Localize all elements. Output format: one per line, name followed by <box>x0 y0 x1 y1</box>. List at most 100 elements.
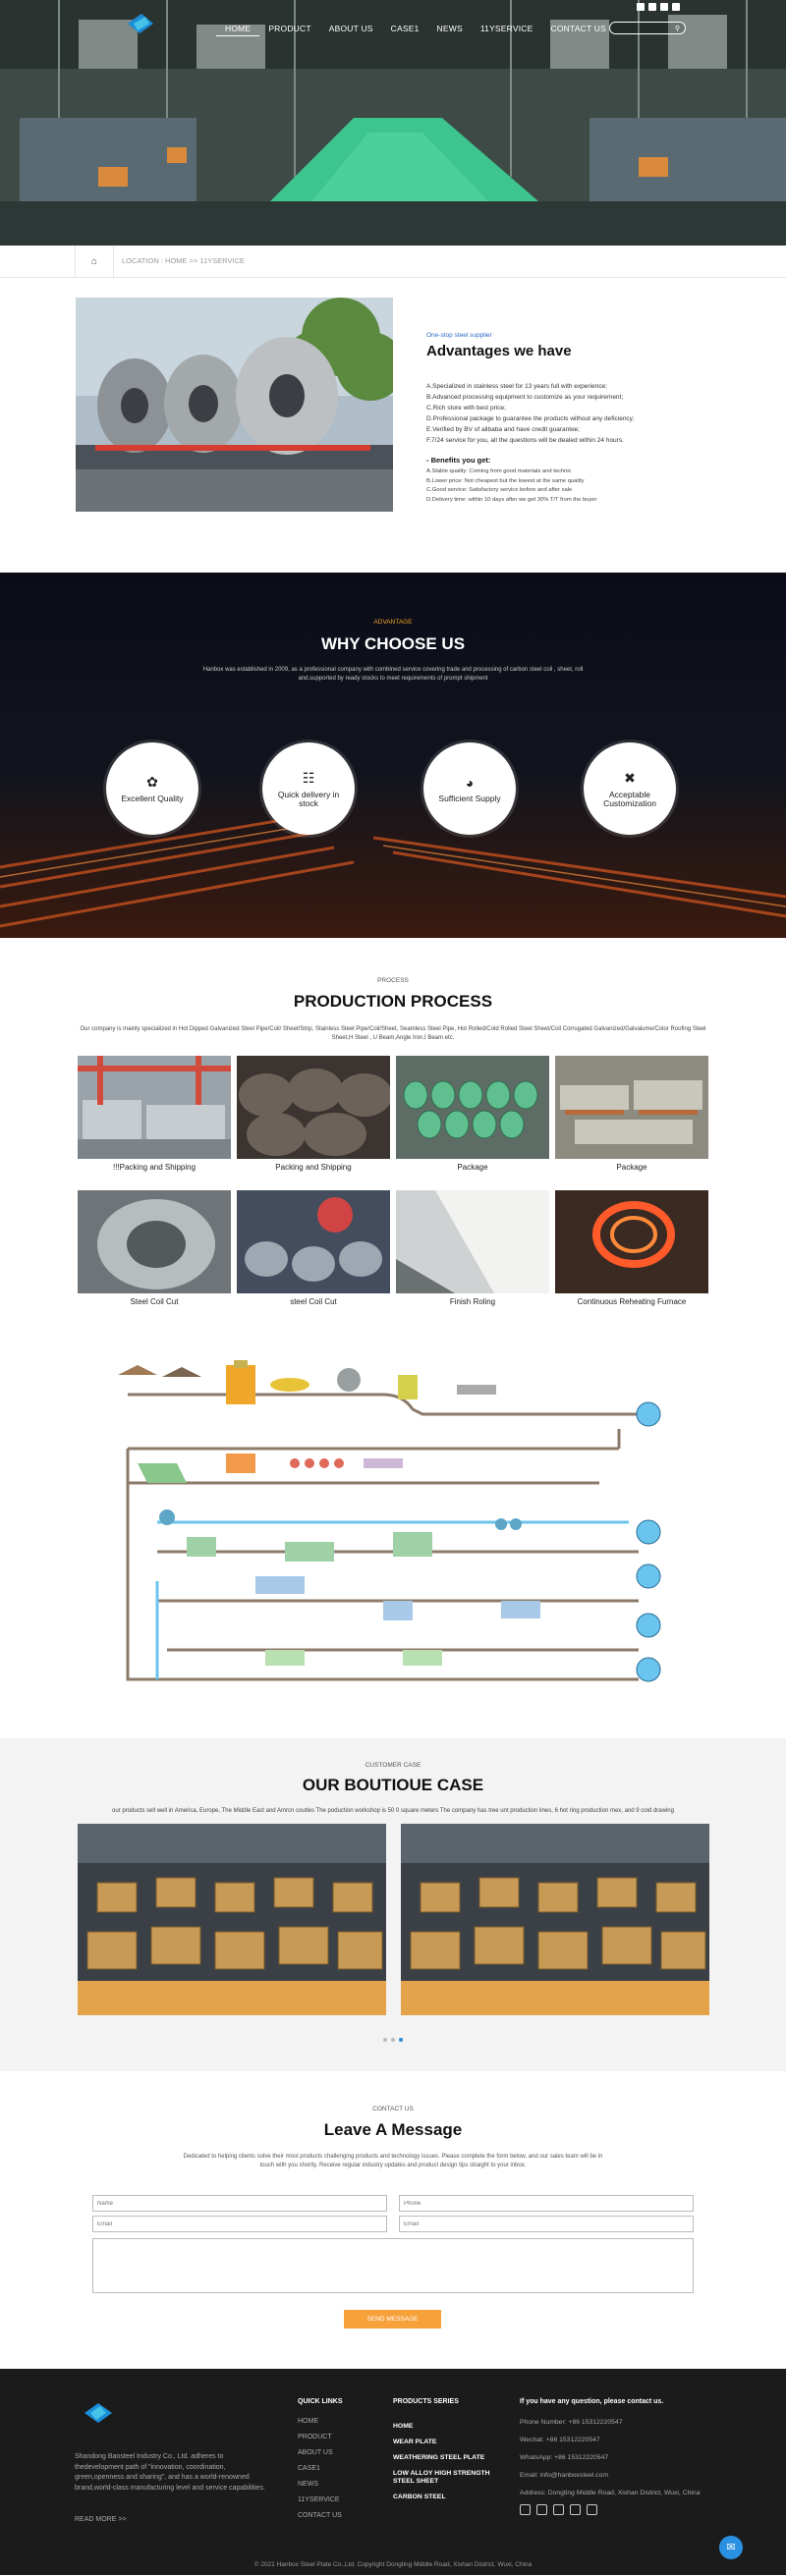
carousel-dot[interactable] <box>391 2038 395 2042</box>
nav-home[interactable]: HOME <box>216 24 260 36</box>
advantages-text: One-stop steel supplier Advantages we ha… <box>426 332 721 505</box>
facebook-icon[interactable] <box>553 2504 564 2515</box>
quick-links: QUICK LINKS HOME PRODUCT ABOUT US CASE1 … <box>298 2398 343 2524</box>
nav-contact-us[interactable]: CONTACT US <box>550 24 606 33</box>
process-kicker: PROCESS <box>377 977 409 984</box>
youtube-icon[interactable] <box>660 3 668 11</box>
main-nav: HOME PRODUCT ABOUT US CASE1 NEWS 11YSERV… <box>216 24 615 36</box>
process-caption: Package <box>616 1163 647 1172</box>
feature-label: Sufficient Supply <box>438 793 501 803</box>
contact-info: If you have any question, please contact… <box>520 2398 726 2515</box>
nav-news[interactable]: NEWS <box>436 24 463 33</box>
process-caption: Package <box>457 1163 488 1172</box>
quick-link[interactable]: HOME <box>298 2418 318 2425</box>
whatsapp: WhatsApp: +86 15312220547 <box>520 2454 609 2461</box>
process-image-coil-cut[interactable] <box>78 1190 231 1293</box>
instagram-icon[interactable] <box>587 2504 597 2515</box>
production-flow-diagram <box>118 1360 661 1682</box>
process-image-sheets[interactable] <box>555 1056 708 1159</box>
breadcrumb-text: LOCATION : HOME >> 11YSERVICE <box>122 256 246 265</box>
benefit-item: C.Good service: Satisfactory service bef… <box>426 487 573 493</box>
process-caption: !!!Packing and Shipping <box>112 1163 196 1172</box>
case-slide-image[interactable] <box>78 1824 386 2015</box>
hero-banner: HOME PRODUCT ABOUT US CASE1 NEWS 11YSERV… <box>0 0 786 246</box>
advantage-item: B.Advanced processing equipment to custo… <box>426 394 624 401</box>
product-link[interactable]: HOME <box>393 2423 414 2430</box>
feature-label: Excellent Quality <box>121 794 184 803</box>
home-icon[interactable]: ⌂ <box>75 246 114 278</box>
name-field[interactable] <box>92 2195 387 2212</box>
process-caption: Packing and Shipping <box>275 1163 352 1172</box>
message-field[interactable] <box>92 2238 694 2293</box>
products-series: PRODUCTS SERIES HOME WEAR PLATE WEATHERI… <box>393 2398 501 2509</box>
contact-title: Leave A Message <box>323 2120 463 2139</box>
advantage-item: D.Professional package to guarantee the … <box>426 415 635 422</box>
benefit-item: B.Lower price: Not cheapest but the lowe… <box>426 477 585 484</box>
advantage-item: C.Rich store with best price; <box>426 405 506 411</box>
nav-product[interactable]: PRODUCT <box>268 24 311 33</box>
process-image-packing[interactable] <box>78 1056 231 1159</box>
email: Email: info@hanboxsteel.com <box>520 2472 609 2479</box>
quick-link[interactable]: CASE1 <box>298 2465 320 2472</box>
product-link[interactable]: CARBON STEEL <box>393 2494 446 2500</box>
process-image-finish-rolling[interactable] <box>396 1190 549 1293</box>
product-link[interactable]: WEAR PLATE <box>393 2439 437 2445</box>
why-choose-us-section: ADVANTAGE WHY CHOOSE US Hanbox was estab… <box>0 573 786 938</box>
youtube-icon[interactable] <box>536 2504 547 2515</box>
feature-sufficient-supply: ◕ Sufficient Supply <box>421 740 519 838</box>
tools-icon: ✖ <box>624 769 636 786</box>
contact-description: Dedicated to helping clients solve their… <box>183 2154 603 2168</box>
product-link[interactable]: LOW ALLOY HIGH STRENGTH STEEL SHEET <box>393 2470 490 2485</box>
search-input[interactable]: ⚲ <box>609 22 686 34</box>
quick-link[interactable]: PRODUCT <box>298 2434 332 2440</box>
breadcrumb: ⌂ LOCATION : HOME >> 11YSERVICE <box>0 246 786 278</box>
feature-label: Quick delivery in stock <box>277 789 340 808</box>
twitter-icon[interactable] <box>648 3 656 11</box>
company-logo[interactable] <box>120 10 159 37</box>
product-link[interactable]: WEATHERING STEEL PLATE <box>393 2454 485 2461</box>
process-description: Our company is mainly specialized in Hot… <box>80 1026 706 1041</box>
footer-logo[interactable] <box>79 2398 118 2428</box>
clipboard-icon: ☷ <box>302 769 315 786</box>
email-field-2[interactable] <box>399 2216 694 2232</box>
feature-excellent-quality: ✿ Excellent Quality <box>103 740 201 838</box>
process-caption: steel Coil Cut <box>290 1297 337 1306</box>
twitter-icon[interactable] <box>520 2504 531 2515</box>
send-message-button[interactable]: SEND MESSAGE <box>344 2310 441 2329</box>
process-image-wire-coils[interactable] <box>237 1056 390 1159</box>
email-field[interactable] <box>92 2216 387 2232</box>
benefit-item: D.Delivery time: within 10 days after we… <box>426 496 597 503</box>
why-description: Hanbox was established in 2009, as a pro… <box>202 667 584 682</box>
process-image-reheating-furnace[interactable] <box>555 1190 708 1293</box>
case-slide-image[interactable] <box>401 1824 709 2015</box>
quick-link[interactable]: 11YSERVICE <box>298 2496 340 2503</box>
header-social-links <box>637 3 680 11</box>
feature-acceptable-customization: ✖ Acceptable Customization <box>581 740 679 838</box>
process-image-coil-warehouse[interactable] <box>237 1190 390 1293</box>
phone-field[interactable] <box>399 2195 694 2212</box>
pinterest-icon[interactable] <box>570 2504 581 2515</box>
process-caption: Continuous Reheating Furnace <box>577 1297 687 1306</box>
nav-about-us[interactable]: ABOUT US <box>328 24 373 33</box>
phone-number: Phone Number: +86 15312220547 <box>520 2419 623 2426</box>
quick-link[interactable]: NEWS <box>298 2481 318 2488</box>
process-image-pipes[interactable] <box>396 1056 549 1159</box>
benefit-item: A.Stable quality: Coming from good mater… <box>426 468 572 474</box>
quick-links-title: QUICK LINKS <box>298 2398 343 2405</box>
advantage-item: F.7/24 service for you, all the question… <box>426 437 624 444</box>
quick-link[interactable]: CONTACT US <box>298 2512 342 2519</box>
gauge-icon: ◕ <box>465 774 475 791</box>
nav-case[interactable]: CASE1 <box>390 24 420 33</box>
linkedin-icon[interactable] <box>672 3 680 11</box>
chat-icon[interactable]: ✉ <box>719 2536 743 2559</box>
facebook-icon[interactable] <box>637 3 645 11</box>
nav-service[interactable]: 11YSERVICE <box>479 24 533 33</box>
carousel-dot[interactable] <box>383 2038 387 2042</box>
footer: Shandong Baosteel Industry Co., Ltd. adh… <box>0 2369 786 2575</box>
read-more-link[interactable]: READ MORE >> <box>75 2516 127 2523</box>
quick-link[interactable]: ABOUT US <box>298 2449 333 2456</box>
search-icon[interactable]: ⚲ <box>674 26 680 32</box>
contact-info-title: If you have any question, please contact… <box>520 2398 664 2405</box>
products-title: PRODUCTS SERIES <box>393 2398 459 2405</box>
carousel-dot-active[interactable] <box>399 2038 403 2042</box>
